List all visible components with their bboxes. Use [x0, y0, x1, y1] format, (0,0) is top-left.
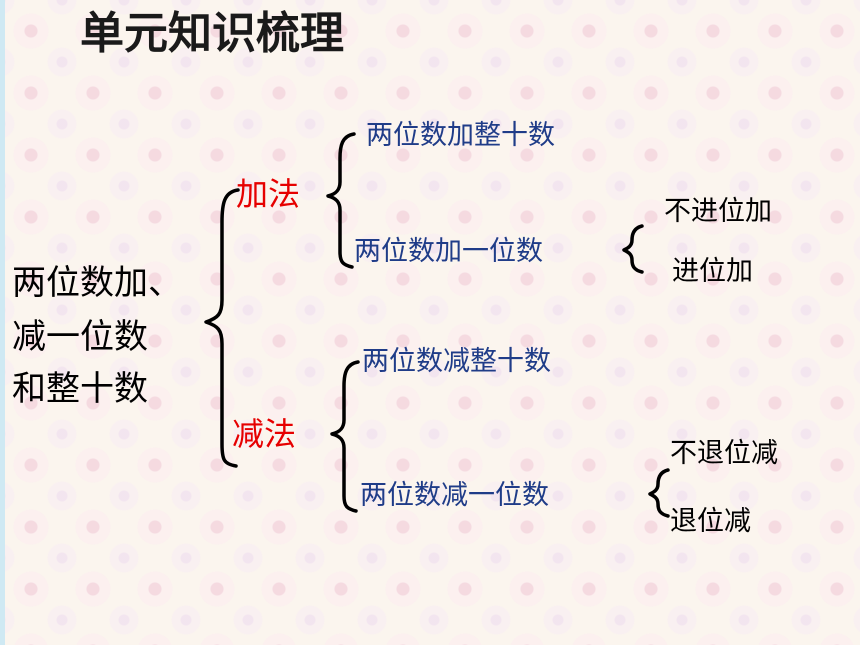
subtraction-sub-2: 退位减 [670, 506, 751, 537]
subtraction-item-1: 两位数减整十数 [362, 346, 551, 377]
subtraction-leaf-brace [648, 468, 670, 518]
addition-label: 加法 [236, 175, 301, 213]
addition-sub-1: 不进位加 [664, 196, 772, 227]
addition-item-1: 两位数加整十数 [366, 120, 555, 151]
addition-sub-2: 进位加 [672, 256, 753, 287]
subtraction-item-2: 两位数减一位数 [360, 480, 549, 511]
root-line-2: 减一位数 [12, 317, 148, 357]
addition-brace [326, 132, 356, 269]
subtraction-brace [330, 360, 360, 513]
main-brace [204, 188, 240, 468]
addition-item-2: 两位数加一位数 [354, 236, 543, 267]
root-line-1: 两位数加、 [12, 263, 182, 303]
subtraction-label: 减法 [232, 415, 297, 453]
page-title: 单元知识梳理 [80, 8, 344, 59]
subtraction-sub-1: 不退位减 [670, 438, 778, 469]
root-line-3: 和整十数 [12, 369, 148, 409]
left-edge-strip [0, 0, 5, 645]
addition-leaf-brace [622, 224, 644, 274]
